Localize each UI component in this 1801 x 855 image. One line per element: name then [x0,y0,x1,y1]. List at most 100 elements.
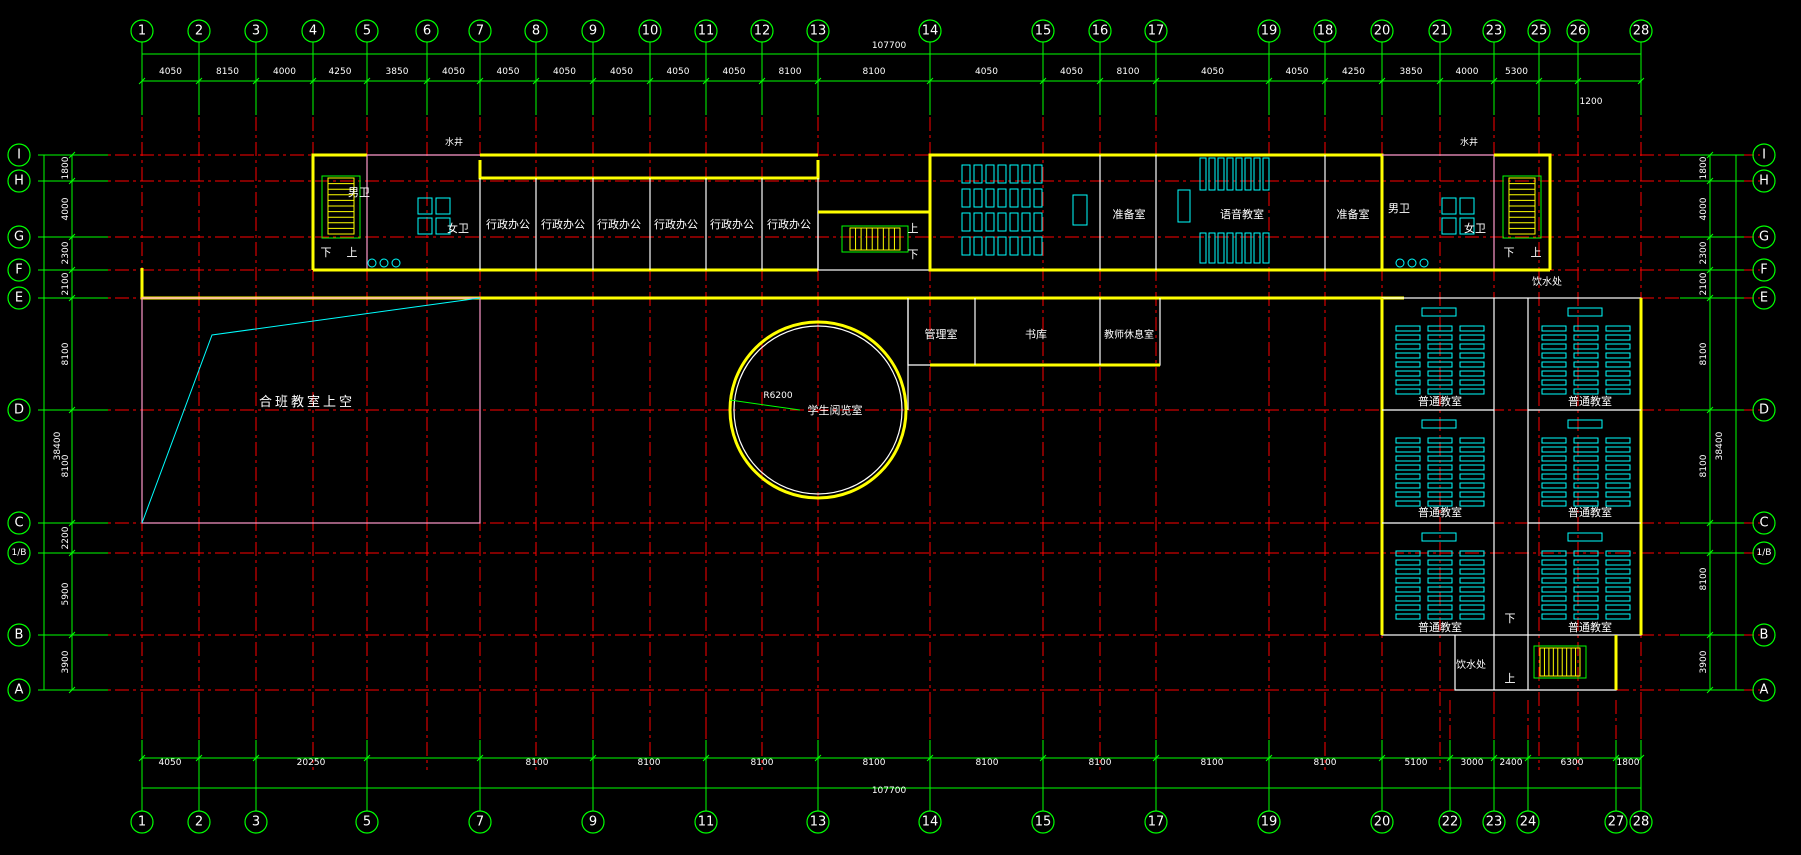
classroom-desk [1459,613,1485,620]
axis-label-16: 16 [1092,24,1109,39]
lang-desk [1208,232,1216,264]
axis-bubble-10 [638,19,662,43]
top-dim-slash [1152,77,1160,85]
bottom-dim-slash [363,754,371,762]
top-dim-19: 3850 [1400,67,1423,77]
classroom-desk [1605,379,1631,386]
axis-label-23: 23 [1486,24,1503,39]
washbasin [379,258,389,268]
classroom-podium [1567,307,1603,317]
axis-label-I: I [17,148,21,163]
top-axis-1: 1 [130,19,154,71]
top-axis-25: 25 [1527,19,1551,71]
classroom-desk [1395,455,1421,462]
classroom-desk [1541,361,1567,368]
top-dim-slash [195,77,203,85]
left-dim-5: 8100 [61,454,71,477]
admin-office-1: 行政办公 [486,217,530,231]
left-dim-slash [68,233,76,241]
top-axis-15: 15 [1031,19,1055,71]
axis-bubble-5 [355,810,379,834]
classroom-podium [1421,532,1457,542]
left-axis-A: A [7,678,31,702]
washbasin [367,258,377,268]
classroom-desk [1395,568,1421,575]
left-dim-3: 2100 [61,272,71,295]
axis-bubble-G [1752,225,1776,249]
classroom-podium [1421,419,1457,429]
axis-label-8: 8 [532,24,540,39]
bottom-axis-2: 2 [187,782,211,834]
classroom-desk [1573,370,1599,377]
axis-label-22: 22 [1442,815,1459,830]
axis-bubble-D [1752,398,1776,422]
axis-bubble-H [7,169,31,193]
room-labels: 男卫 女卫 水井 行政办公 行政办公 行政办公 行政办公 行政办公 行政办公 准… [259,136,1612,685]
classroom-desk [1395,577,1421,584]
right-dim-6: 8100 [1699,567,1709,590]
stair-down-label-bottom: 下 [1505,612,1516,625]
bottom-dim-slash [1612,754,1620,762]
top-dim-0: 4050 [159,67,182,77]
axis-label-1/B: 1/B [12,548,27,558]
bottom-dim-slash [1378,754,1386,762]
axis-label-2: 2 [195,815,203,830]
classroom-desk [1541,550,1567,557]
lang-desk [1244,232,1252,264]
right-axis-1/B: 1/B [1752,541,1776,565]
left-axis-F: F [7,258,31,282]
right-dim-slash [1706,233,1714,241]
classroom-desk [1573,613,1599,620]
axis-label-B: B [15,628,24,643]
axis-bubble-E [1752,286,1776,310]
top-dim-slash [1265,77,1273,85]
bottom-dim-10: 5100 [1405,758,1428,768]
axis-label-H: H [1759,174,1769,189]
left-dim-6: 2200 [61,526,71,549]
right-dim-slash [1706,549,1714,557]
bottom-axis-5: 5 [355,782,379,834]
top-axis-23: 23 [1482,19,1506,71]
classroom-podium [1421,307,1457,317]
bottom-dim-slash [1152,754,1160,762]
classroom-desk [1427,379,1453,386]
central-stair-box [817,211,931,271]
desk [973,236,983,256]
top-dim-slash [702,77,710,85]
classroom-desk [1395,334,1421,341]
right-dim-4: 8100 [1699,342,1709,365]
classroom-desk [1605,455,1631,462]
classroom-desk [1427,559,1453,566]
axis-label-E: E [1760,291,1768,306]
classroom-desk [1605,613,1631,620]
classroom-desk [1459,595,1485,602]
classroom-desk [1459,464,1485,471]
toilet-stall [1441,197,1457,215]
desk [1009,212,1019,232]
axis-bubble-B [1752,623,1776,647]
desk [1033,188,1043,208]
axis-label-9: 9 [589,24,597,39]
axis-label-4: 4 [309,24,317,39]
shaft-label-left: 水井 [445,136,463,148]
classroom-desk [1605,334,1631,341]
bottom-dim-slash [195,754,203,762]
classroom-desk [1427,491,1453,498]
bottom-axis-9: 9 [581,782,605,834]
axis-bubble-1 [130,810,154,834]
toilet-stall [435,197,451,215]
top-axis-28: 28 [1629,19,1653,71]
axis-label-28: 28 [1633,815,1650,830]
axis-label-1: 1 [138,24,146,39]
stair-up-label-left: 上 [347,246,358,259]
bottom-dim-slash [138,754,146,762]
classroom-podium [1567,419,1603,429]
classroom-desk [1573,550,1599,557]
void-lines [141,297,481,524]
bottom-axis-14: 14 [918,782,942,834]
classroom-desk [1459,379,1485,386]
axis-bubble-3 [244,810,268,834]
left-axis-1/B: 1/B [7,541,31,565]
axis-label-C: C [1759,516,1768,531]
